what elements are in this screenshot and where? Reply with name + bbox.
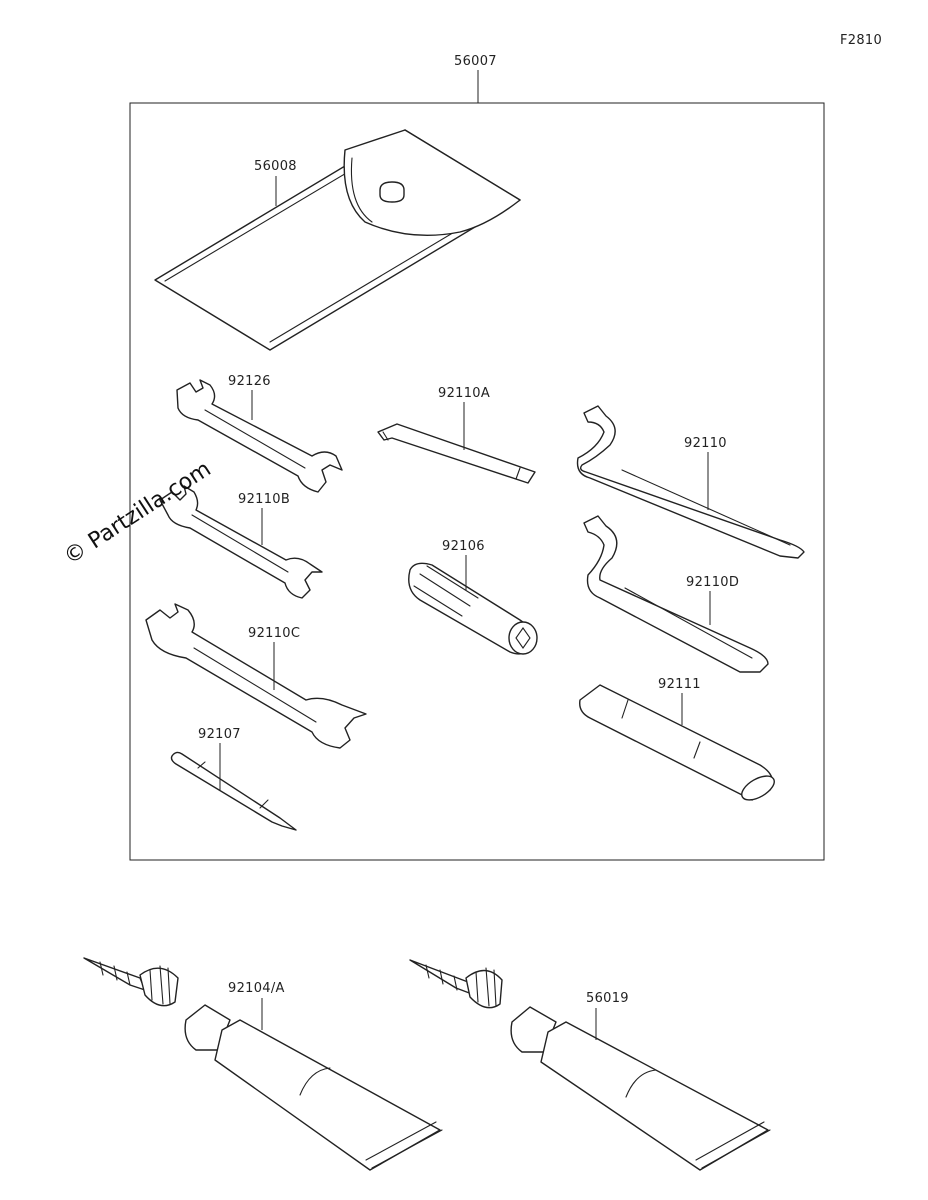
tool-case: 56008 (154, 129, 521, 351)
tube-92104A: 92104/A (83, 957, 443, 1171)
tool-kit-group: 56007 (129, 54, 825, 861)
hook-wrench-92110D: 92110D (583, 515, 769, 673)
label-92104A[interactable]: 92104/A (228, 981, 285, 996)
screwdriver-92107: 92107 (170, 727, 297, 831)
wrench-92110C: 92110C (145, 603, 367, 749)
label-92110A[interactable]: 92110A (438, 386, 490, 401)
handle-92111: 92111 (579, 677, 775, 801)
wrench-92126: 92126 (176, 374, 343, 493)
socket-92106: 92106 (408, 539, 538, 655)
label-92110B[interactable]: 92110B (238, 492, 290, 507)
hex-key-92110A: 92110A (377, 386, 536, 484)
figure-code: F2810 (840, 33, 882, 48)
label-92110[interactable]: 92110 (684, 436, 727, 451)
tube-56019: 56019 (409, 959, 771, 1171)
label-92106[interactable]: 92106 (442, 539, 485, 554)
label-56008[interactable]: 56008 (254, 159, 297, 174)
hook-wrench-92110: 92110 (576, 405, 805, 559)
label-92126[interactable]: 92126 (228, 374, 271, 389)
tool-kit-frame (129, 102, 825, 861)
label-56007[interactable]: 56007 (454, 54, 497, 69)
label-92111[interactable]: 92111 (658, 677, 701, 692)
wrench-92110B: 92110B (159, 485, 323, 599)
label-56019[interactable]: 56019 (586, 991, 629, 1006)
label-92110D[interactable]: 92110D (686, 575, 739, 590)
label-92110C[interactable]: 92110C (248, 626, 300, 641)
label-92107[interactable]: 92107 (198, 727, 241, 742)
